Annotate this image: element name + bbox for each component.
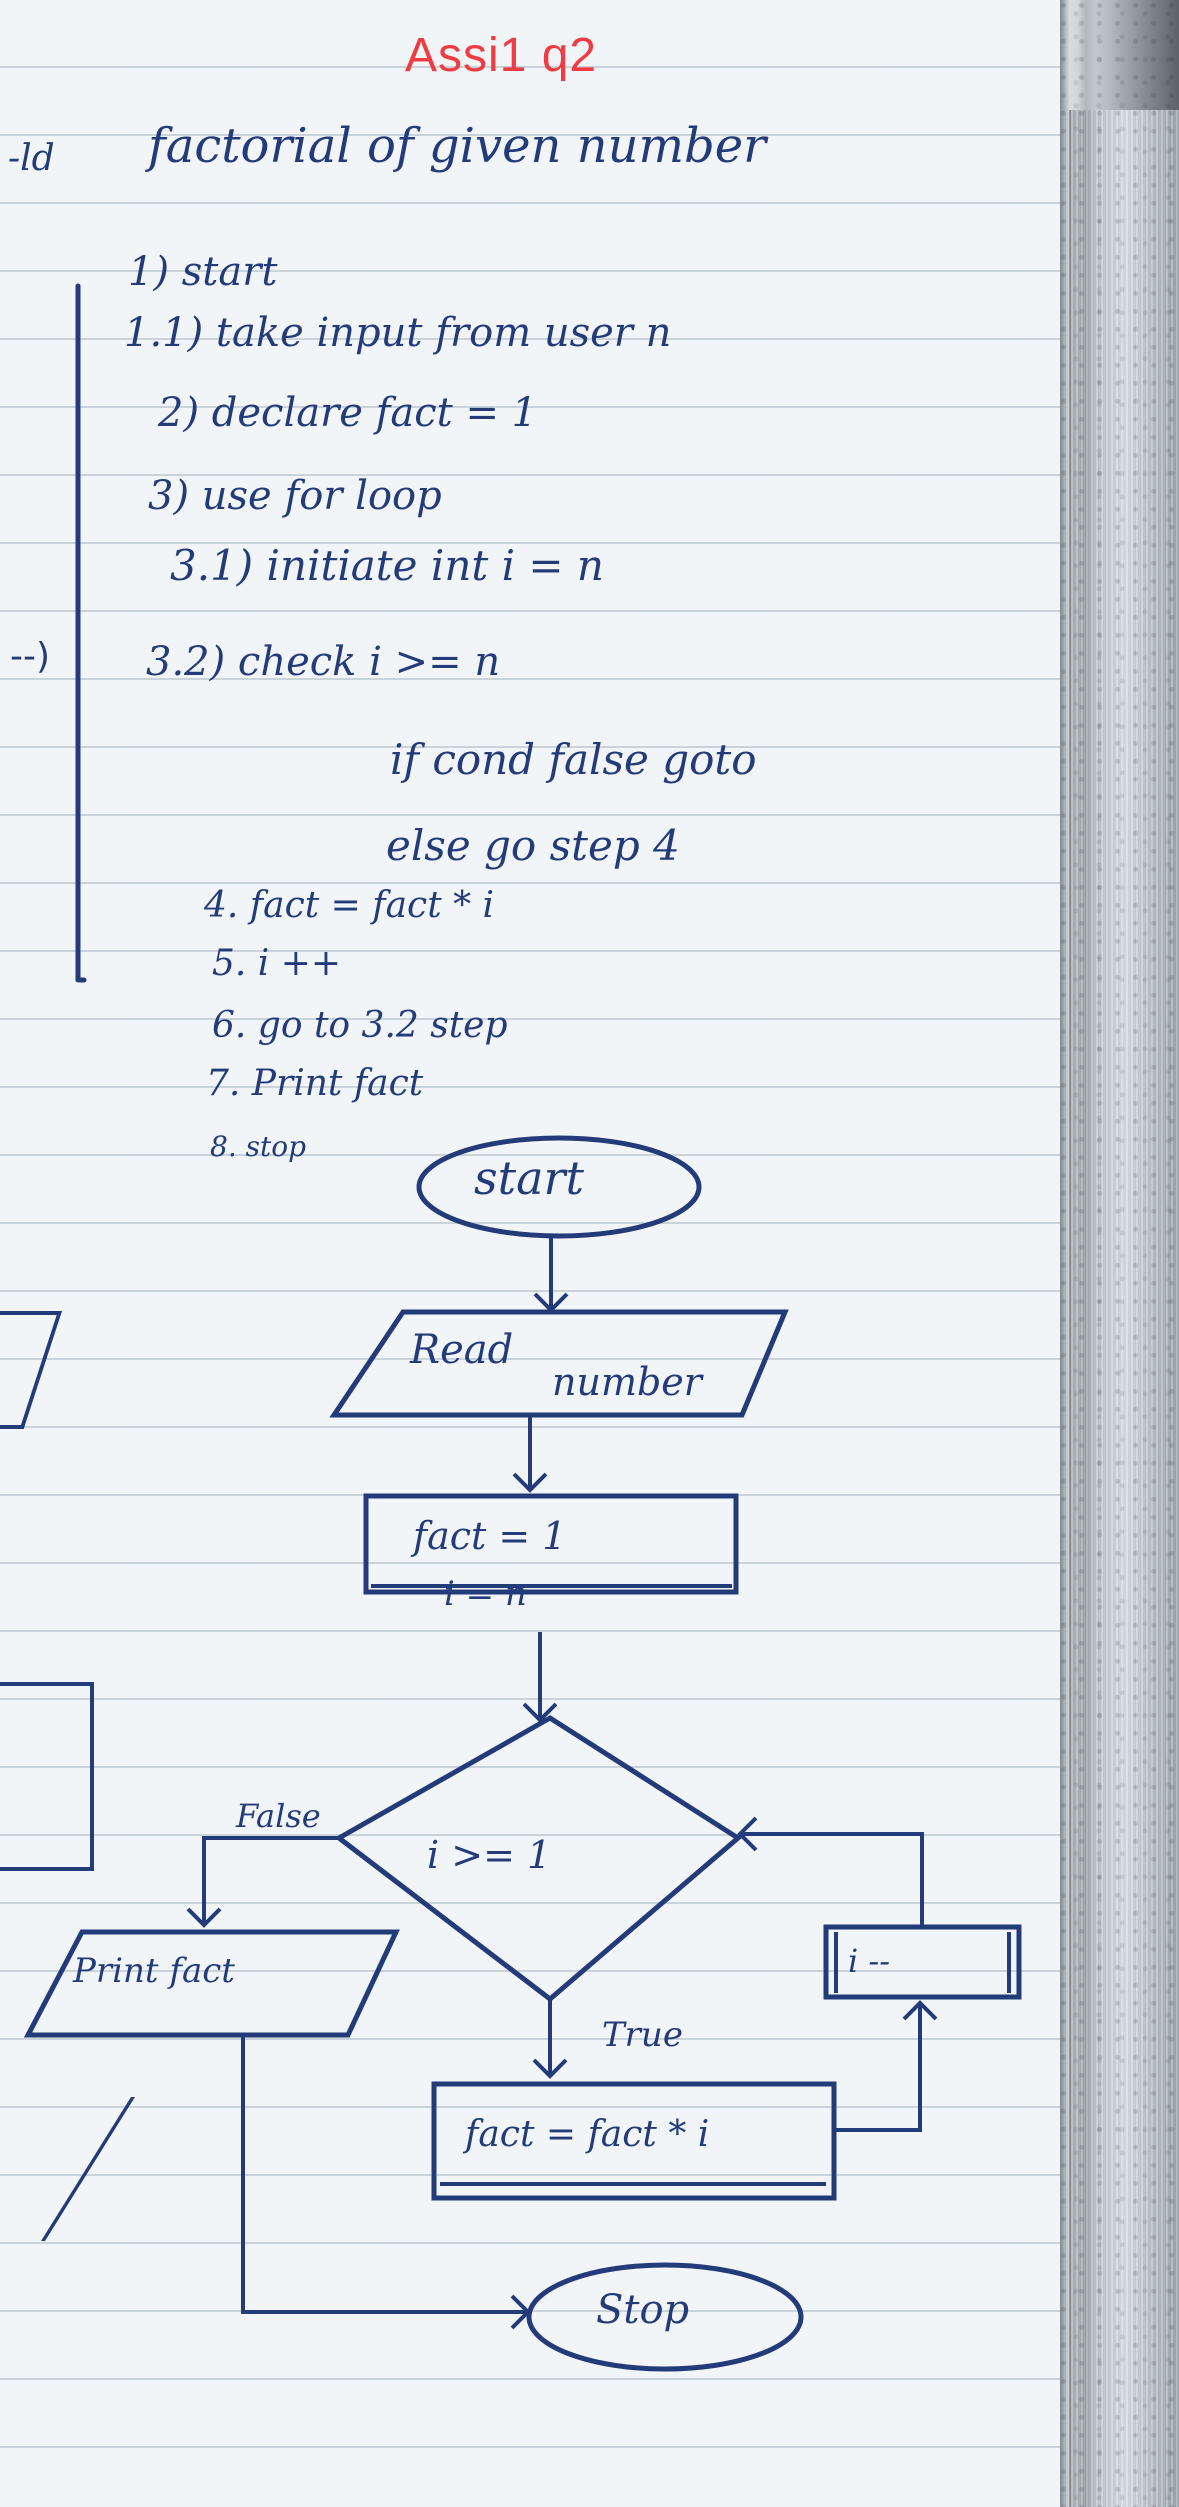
page-stack-strip [1069,110,1179,2507]
note-heading: factorial of given number [148,118,767,174]
update-label: i -- [848,1942,891,1980]
notebook-page: Assi1 q2 -ld factorial of given number 1… [0,0,1060,2507]
background-texture [1060,0,1179,2507]
page-edge-shadow [1077,0,1095,2507]
true-label: True [602,2015,683,2055]
fact-init-label: fact = 1 [413,1514,567,1558]
i-init-label: i = n [444,1574,527,1614]
print-label: Print fact [73,1951,235,1991]
multiply-label: fact = fact * i [465,2114,710,2155]
step-line-10: 5. i ++ [212,943,342,984]
number-label: number [552,1360,702,1404]
step-line-5: 3.1) initiate int i = n [170,541,604,590]
step-line-13: 8. stop [210,1130,307,1163]
step-line-1: 1) start [128,249,278,295]
step-line-3: 2) declare fact = 1 [158,390,538,436]
start-label: start [474,1151,584,1205]
step-line-4: 3) use for loop [148,473,442,519]
step-line-2: 1.1) take input from user n [124,310,672,356]
read-label: Read [410,1327,514,1373]
step-line-9: 4. fact = fact * i [204,885,495,926]
step-line-11: 6. go to 3.2 step [212,1005,508,1046]
decision-label: i >= 1 [427,1833,552,1877]
step-line-6: 3.2) check i >= n [146,639,501,685]
false-label: False [236,1797,321,1835]
step-line-8: else go step 4 [386,821,680,870]
left-partial-shape-2 [0,1682,94,1871]
left-fragment-text: -ld [8,138,55,179]
step-line-7: if cond false goto [390,735,757,784]
stop-label: Stop [596,2287,690,2333]
document-title: Assi1 q2 [405,29,598,82]
step-line-12: 7. Print fact [206,1063,424,1104]
left-marker-text: --) [10,636,51,677]
